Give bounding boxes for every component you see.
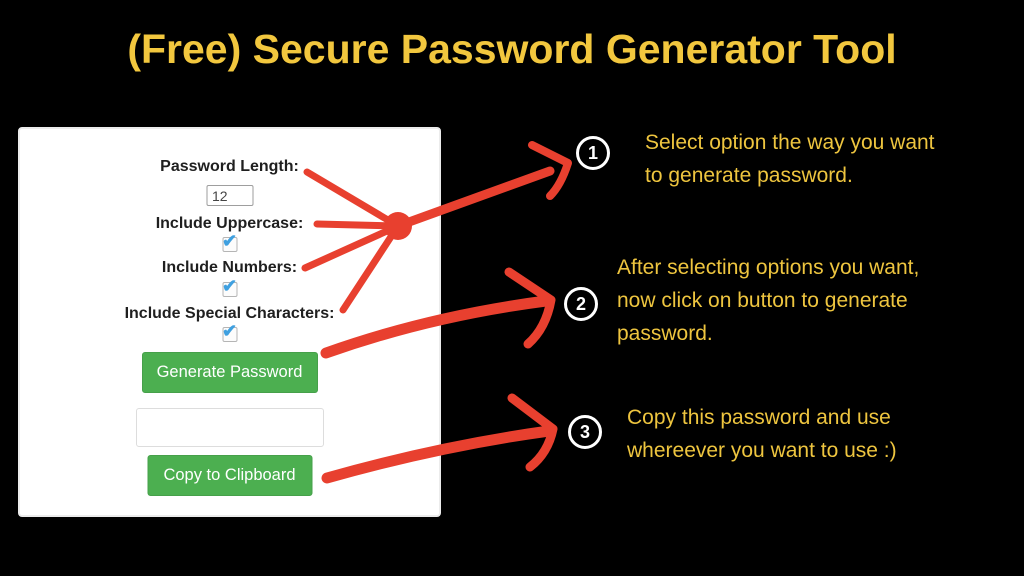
- include-numbers-label: Include Numbers:: [161, 259, 298, 276]
- generate-password-button[interactable]: Generate Password: [141, 352, 318, 393]
- step-2-number: 2: [575, 293, 586, 314]
- include-special-characters-label: Include Special Characters:: [124, 305, 335, 322]
- password-generator-panel: Password Length: Include Uppercase: ✔ In…: [18, 127, 441, 517]
- checkmark-icon: ✔: [222, 276, 238, 296]
- password-length-input[interactable]: [206, 185, 253, 206]
- page-title: (Free) Secure Password Generator Tool: [127, 26, 897, 72]
- include-numbers-checkbox[interactable]: ✔: [222, 276, 237, 297]
- include-uppercase-checkbox[interactable]: ✔: [222, 231, 237, 252]
- note-line: whereever you want to use :): [627, 439, 897, 462]
- include-uppercase-label: Include Uppercase:: [155, 215, 304, 232]
- arrow-3-head-icon: [507, 393, 558, 472]
- note-line: to generate password.: [645, 164, 853, 187]
- step-3-number: 3: [579, 421, 590, 442]
- note-line: After selecting options you want,: [617, 256, 920, 279]
- include-special-characters-checkbox[interactable]: ✔: [222, 321, 237, 342]
- arrow-1-head-icon: [528, 141, 572, 200]
- note-line: Copy this password and use: [627, 406, 891, 429]
- step-3-note: Copy this password and use whereever you…: [627, 401, 897, 467]
- copy-to-clipboard-button[interactable]: Copy to Clipboard: [147, 455, 312, 496]
- password-length-label: Password Length:: [160, 158, 299, 175]
- checkmark-icon: ✔: [222, 231, 238, 251]
- step-1-number: 1: [587, 142, 598, 163]
- step-3-badge: 3: [568, 415, 602, 449]
- step-2-badge: 2: [564, 287, 598, 321]
- step-2-note: After selecting options you want, now cl…: [617, 251, 919, 350]
- arrow-2-head-icon: [504, 267, 556, 349]
- generated-password-output[interactable]: [135, 408, 324, 447]
- step-1-badge: 1: [576, 136, 610, 170]
- step-1-note: Select option the way you want to genera…: [645, 126, 935, 192]
- checkmark-icon: ✔: [222, 321, 238, 341]
- note-line: Select option the way you want: [645, 131, 935, 154]
- note-line: now click on button to generate: [617, 289, 908, 312]
- note-line: password.: [617, 322, 713, 345]
